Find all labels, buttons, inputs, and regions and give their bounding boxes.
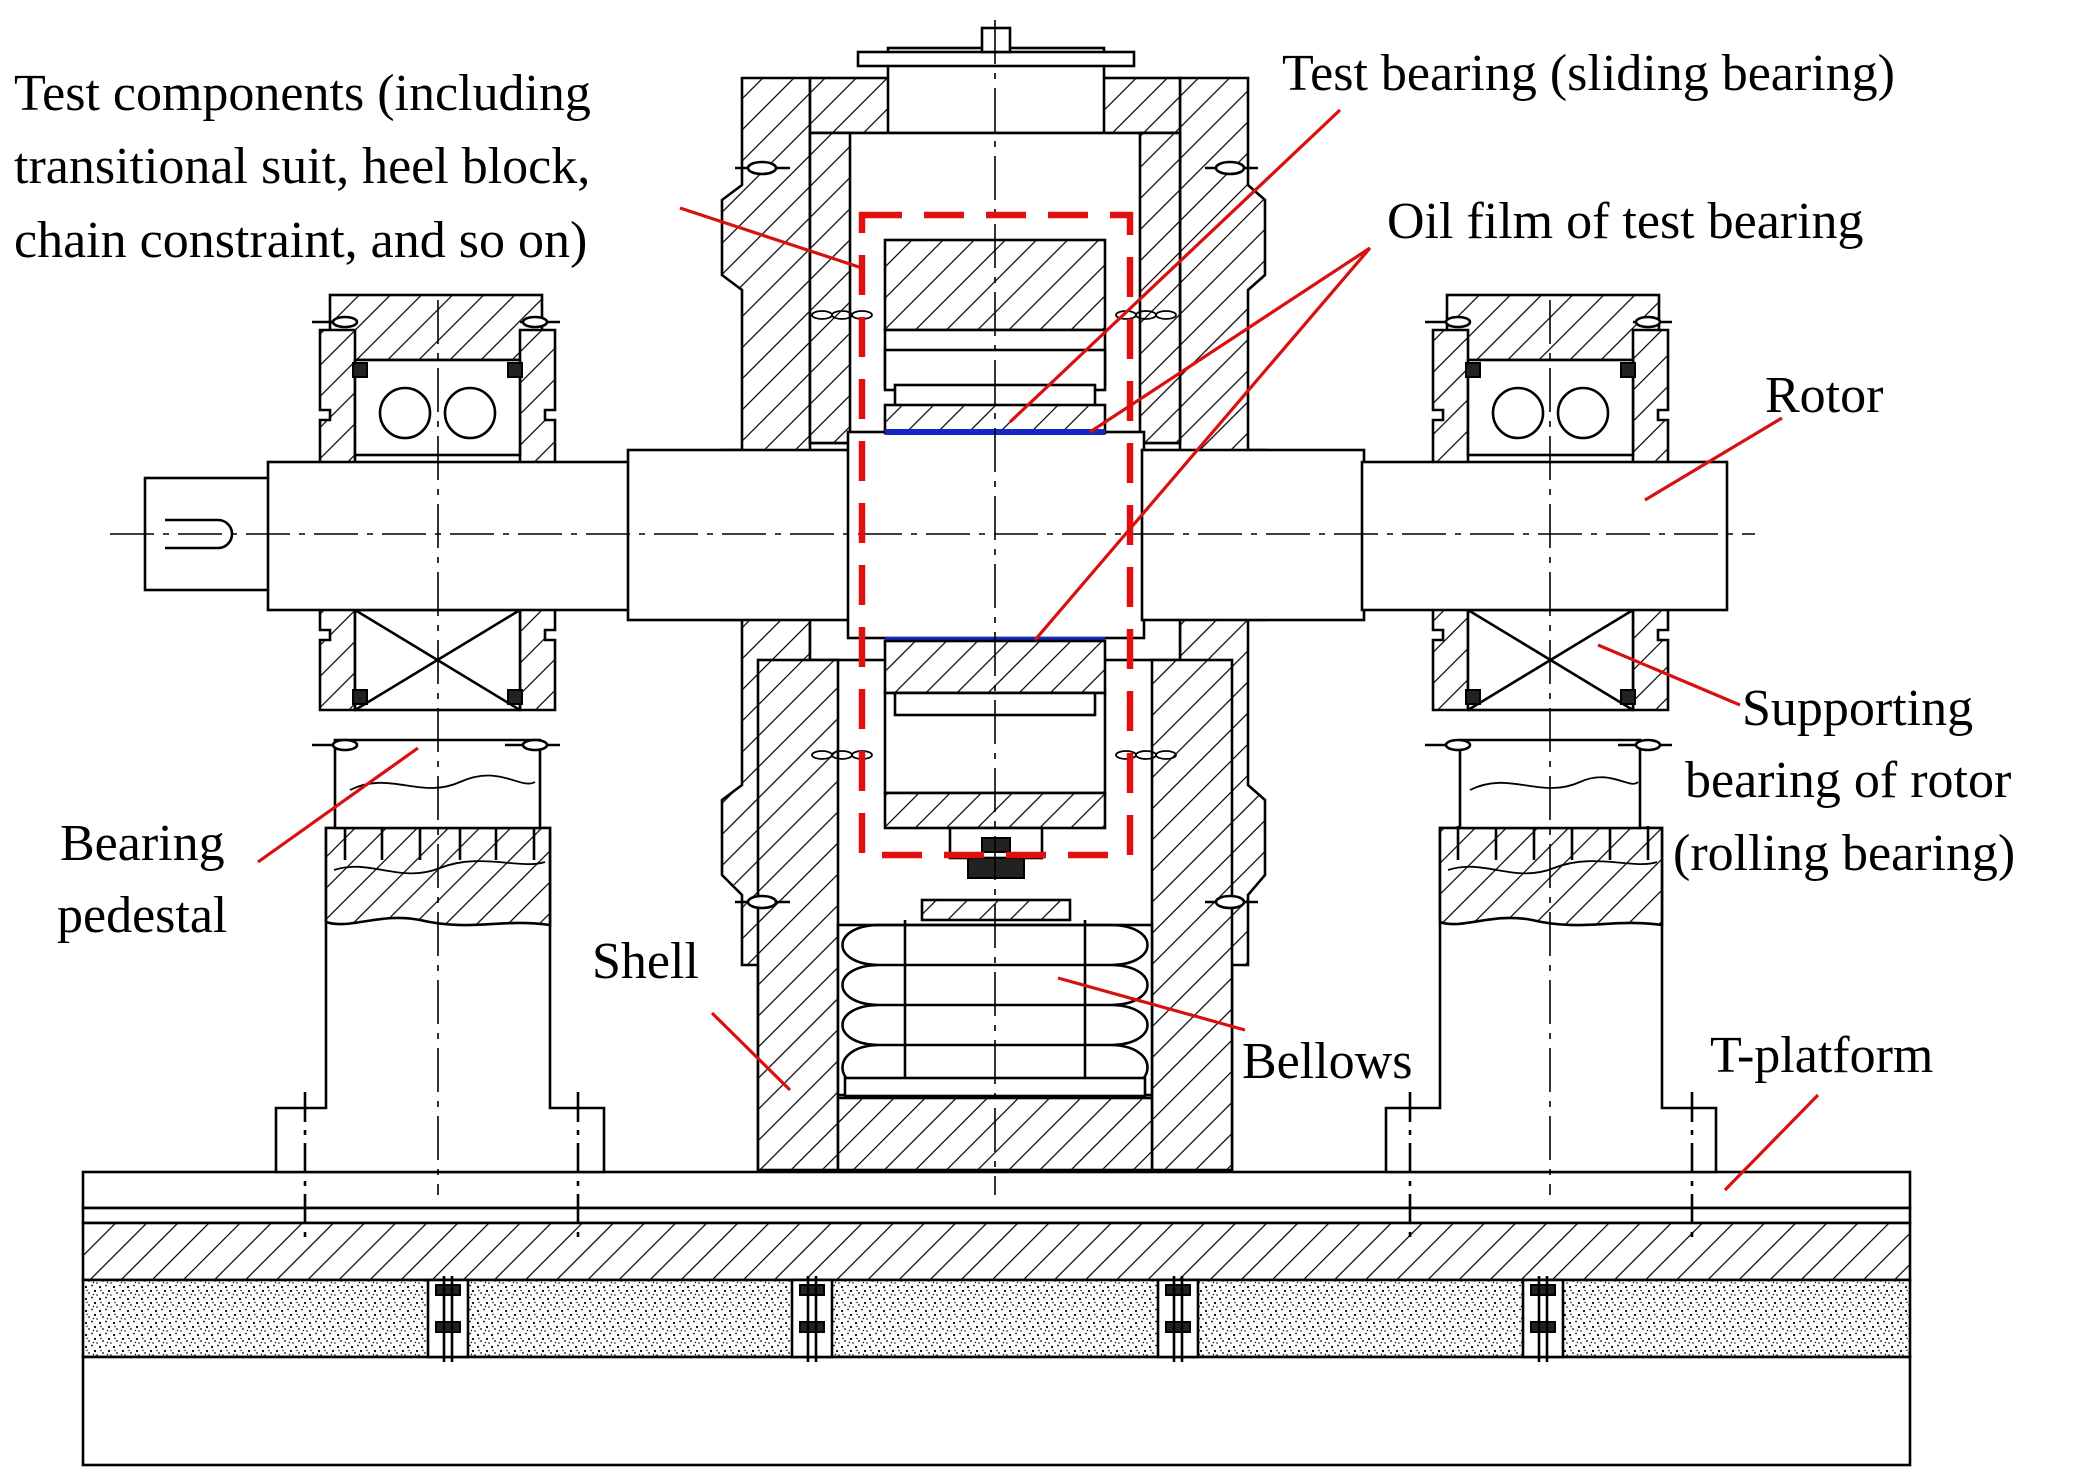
rotor: [110, 430, 1755, 640]
label-supporting-bearing-line3: (rolling bearing): [1673, 825, 2015, 882]
test-bearing-assembly: [811, 238, 1177, 1098]
right-bearing-pedestal: [1384, 826, 1718, 1245]
label-supporting-bearing-line1: Supporting: [1742, 680, 1973, 737]
label-test-components-line1: Test components (including: [14, 65, 591, 122]
leader-lines: [257, 108, 1820, 1192]
test-components-highlight-box: [858, 211, 1134, 859]
label-test-bearing: Test bearing (sliding bearing): [1282, 45, 1895, 102]
t-platform: [81, 1170, 1912, 1467]
label-rotor: Rotor: [1765, 367, 1883, 424]
label-test-components-line2: transitional suit, heel block,: [14, 138, 590, 195]
label-supporting-bearing-line2: bearing of rotor: [1685, 752, 2011, 809]
label-t-platform: T-platform: [1710, 1027, 1933, 1084]
label-bearing-pedestal-line1: Bearing: [60, 815, 225, 872]
label-oil-film: Oil film of test bearing: [1387, 193, 1864, 250]
labels: Test components (including transitional …: [14, 45, 2015, 1090]
left-support-bearing: [312, 293, 560, 830]
left-bearing-pedestal: [274, 826, 606, 1245]
label-test-components-line3: chain constraint, and so on): [14, 212, 587, 269]
anchor-bolts: [426, 1276, 1565, 1362]
label-bellows: Bellows: [1242, 1033, 1412, 1090]
center-lines: [437, 20, 1551, 1195]
label-bearing-pedestal-line2: pedestal: [57, 887, 227, 944]
label-shell: Shell: [592, 933, 699, 990]
